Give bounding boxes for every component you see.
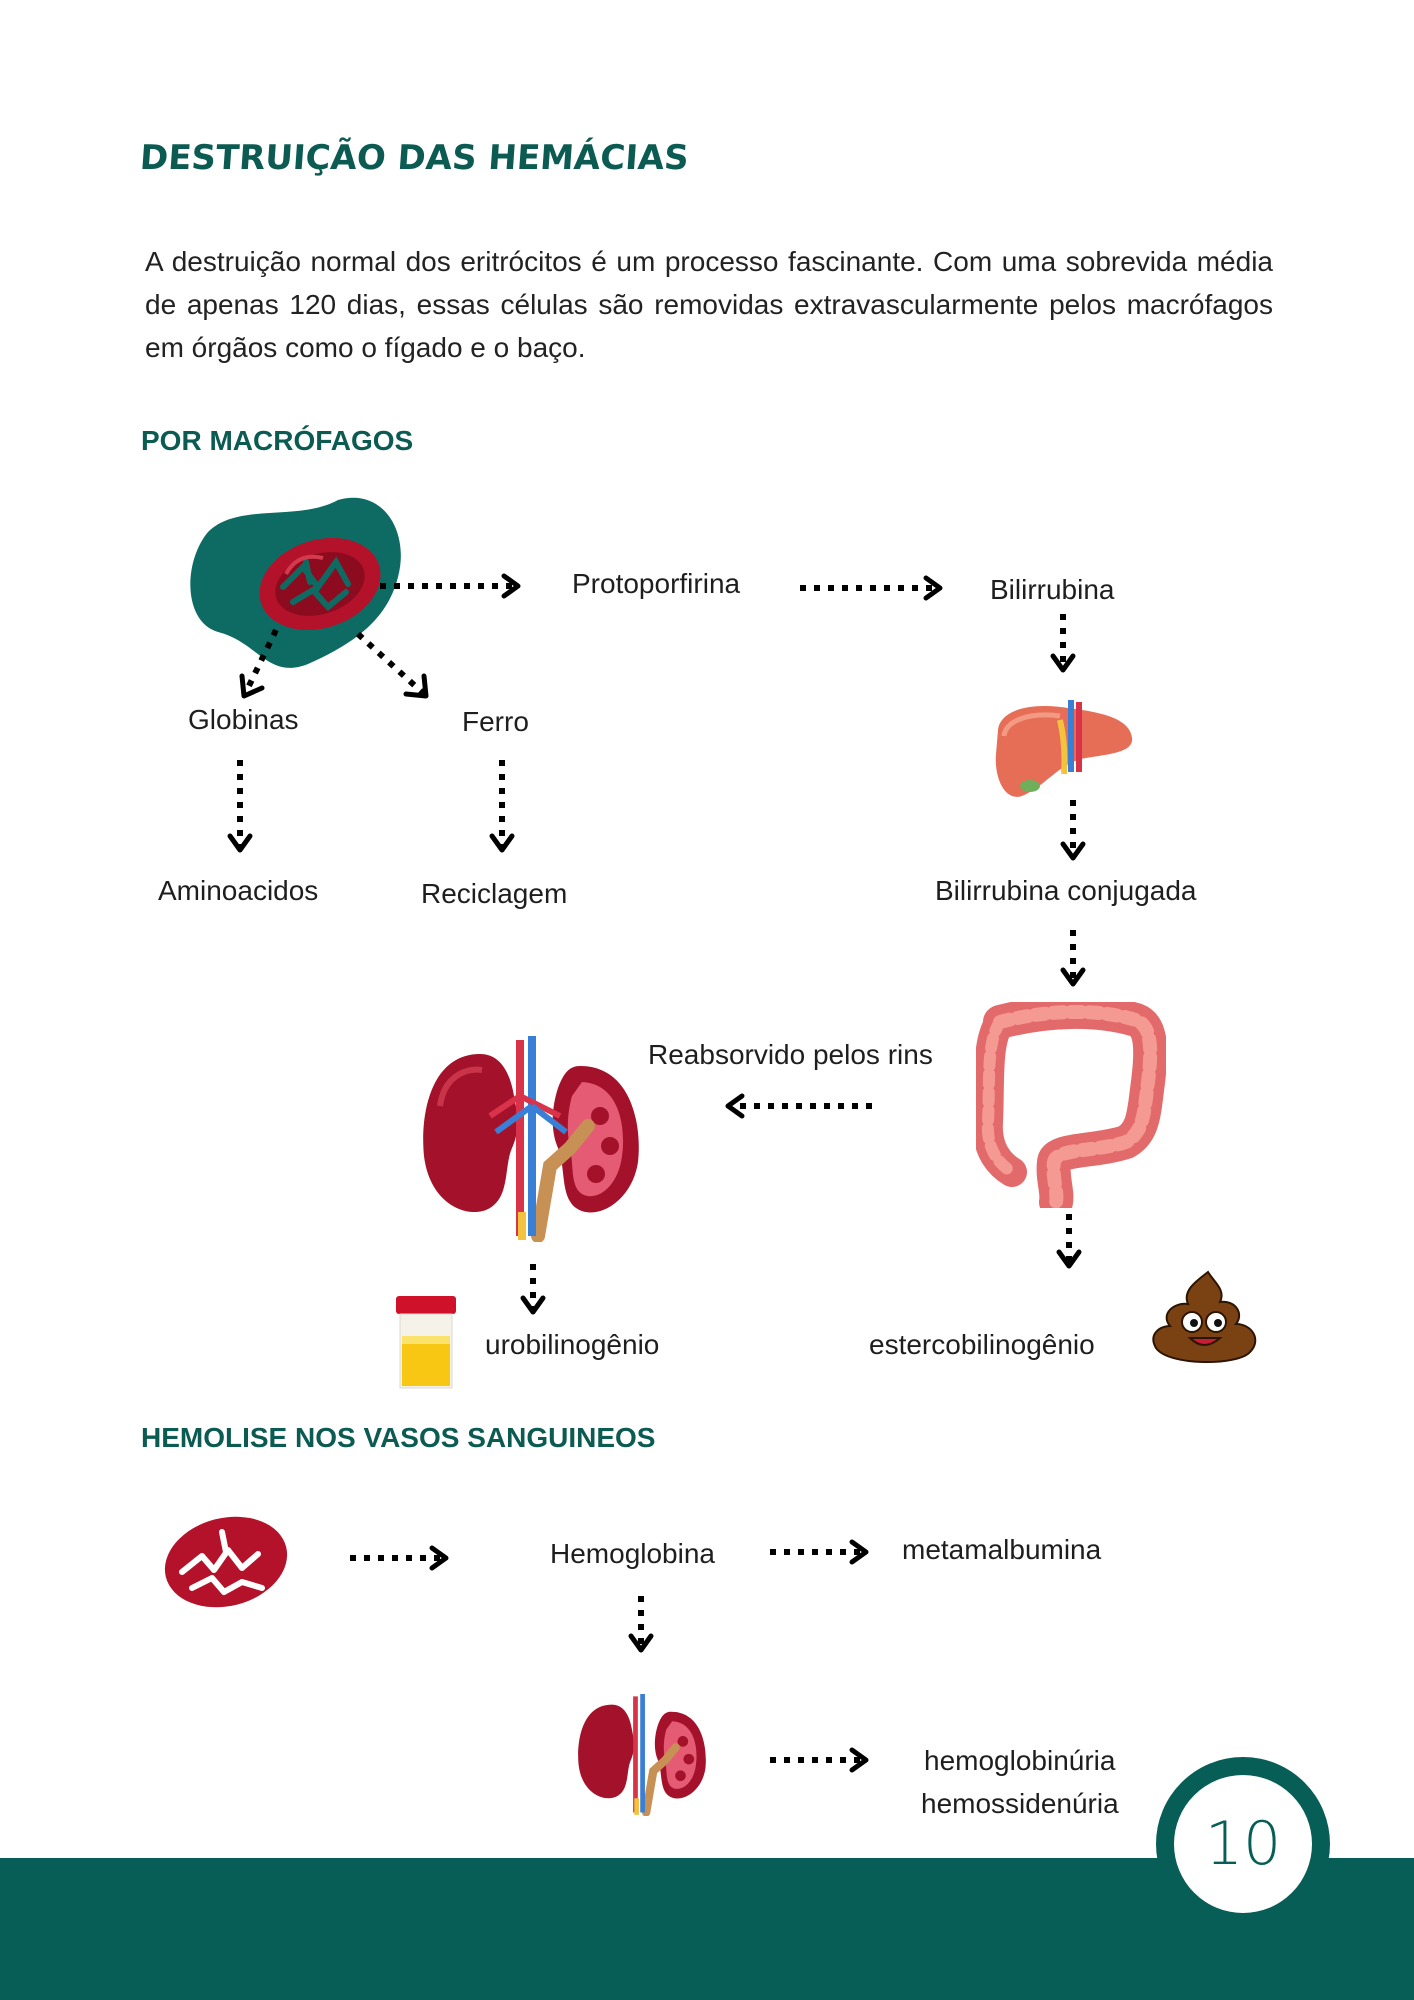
arrow-hemoglobina-metamalbumina: [770, 1539, 869, 1565]
label-reciclagem: Reciclagem: [421, 878, 568, 909]
label-hemoglobinuria: hemoglobinúria: [924, 1745, 1116, 1776]
intro-paragraph: A destruição normal dos eritrócitos é um…: [145, 246, 1273, 363]
macrophage-icon: [190, 497, 401, 668]
arrow-kidney-hemoglobinuria: [770, 1747, 869, 1773]
arrow-ferro-reciclagem: [489, 760, 515, 853]
label-reabsorvido: Reabsorvido pelos rins: [648, 1039, 933, 1070]
label-hemossidenuria: hemossidenúria: [921, 1788, 1119, 1819]
kidney-icon: [578, 1694, 706, 1816]
label-urobilinogenio: urobilinogênio: [485, 1329, 660, 1360]
arrow-protoporfirina-bilirrubina: [800, 575, 943, 601]
page-number: 10: [1174, 1775, 1312, 1913]
red-blood-cell-icon: [164, 1516, 288, 1608]
label-protoporfirina: Protoporfirina: [572, 568, 741, 599]
intestine-icon: [976, 1002, 1166, 1208]
label-hemoglobina: Hemoglobina: [550, 1538, 715, 1569]
label-ferro: Ferro: [462, 706, 529, 737]
arrow-hemoglobina-kidney: [628, 1596, 654, 1653]
arrow-rbc-hemoglobina: [350, 1545, 449, 1571]
arrow-globinas-aminoacidos: [227, 760, 253, 853]
label-bilirrubina-conjugada: Bilirrubina conjugada: [935, 875, 1197, 906]
urine-cup-icon: [396, 1296, 456, 1389]
arrow-macrophage-globinas: [239, 628, 279, 699]
arrow-intestine-estercobilinogenio: [1056, 1214, 1082, 1269]
label-bilirrubina: Bilirrubina: [990, 574, 1115, 605]
poop-icon: [1152, 1270, 1257, 1364]
arrow-intestine-kidney: [725, 1093, 876, 1119]
label-aminoacidos: Aminoacidos: [158, 875, 319, 906]
arrow-kidney-urobilinogenio: [520, 1264, 546, 1315]
arrow-liver-bilirrubina-conjugada: [1060, 800, 1086, 861]
arrow-bilirrubina-liver: [1050, 614, 1076, 673]
arrow-macrophage-protoporfirina: [380, 573, 521, 599]
arrow-conjugada-intestine: [1060, 930, 1086, 987]
kidney-icon: [423, 1036, 639, 1242]
page-title: DESTRUIÇÃO DAS HEMÁCIAS: [138, 138, 691, 178]
liver-icon: [995, 700, 1133, 797]
label-metamalbumina: metamalbumina: [902, 1534, 1102, 1565]
label-globinas: Globinas: [188, 704, 299, 735]
arrow-macrophage-ferro: [355, 631, 429, 699]
label-estercobilinogenio: estercobilinogênio: [869, 1329, 1095, 1360]
section-heading-hemolise: HEMOLISE NOS VASOS SANGUINEOS: [141, 1422, 656, 1453]
section-heading-macrofagos: POR MACRÓFAGOS: [141, 425, 414, 456]
